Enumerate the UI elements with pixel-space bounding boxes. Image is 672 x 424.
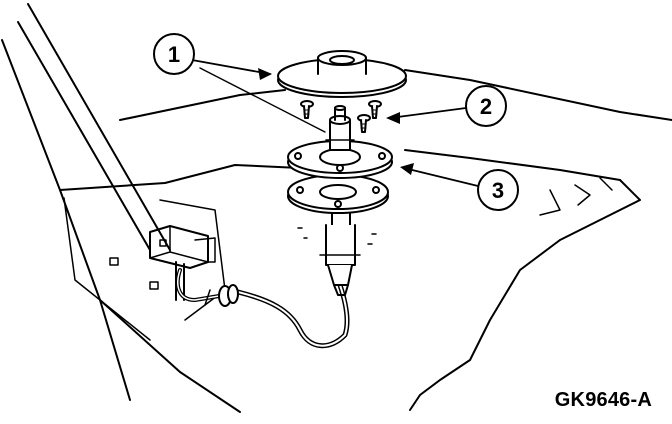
leader-lines: [191, 59, 479, 187]
gasket: [287, 140, 393, 179]
callout-2: 2: [465, 85, 507, 127]
leader-line-1: [191, 59, 271, 75]
antenna-connector-bracket: [149, 225, 216, 301]
callout-3-label: 3: [492, 178, 504, 203]
leader-line-3: [403, 167, 479, 187]
callout-2-label: 2: [480, 94, 492, 119]
leader-line-1b: [199, 67, 326, 133]
screw-front: [357, 114, 371, 133]
vehicle-fender-body: [1, 3, 672, 413]
callout-3: 3: [477, 169, 519, 211]
mounting-screws: [300, 100, 382, 133]
leader-line-2: [389, 107, 467, 119]
antenna-stud: [325, 105, 355, 151]
callout-1-label: 1: [168, 42, 180, 67]
callout-1: 1: [153, 33, 195, 75]
antenna-mast: [319, 181, 361, 296]
antenna-cable: [175, 268, 350, 349]
figure-code: GK9646-A: [554, 389, 652, 411]
screw-right: [368, 100, 382, 119]
antenna-cap: [277, 50, 407, 98]
screw-left: [300, 100, 314, 119]
